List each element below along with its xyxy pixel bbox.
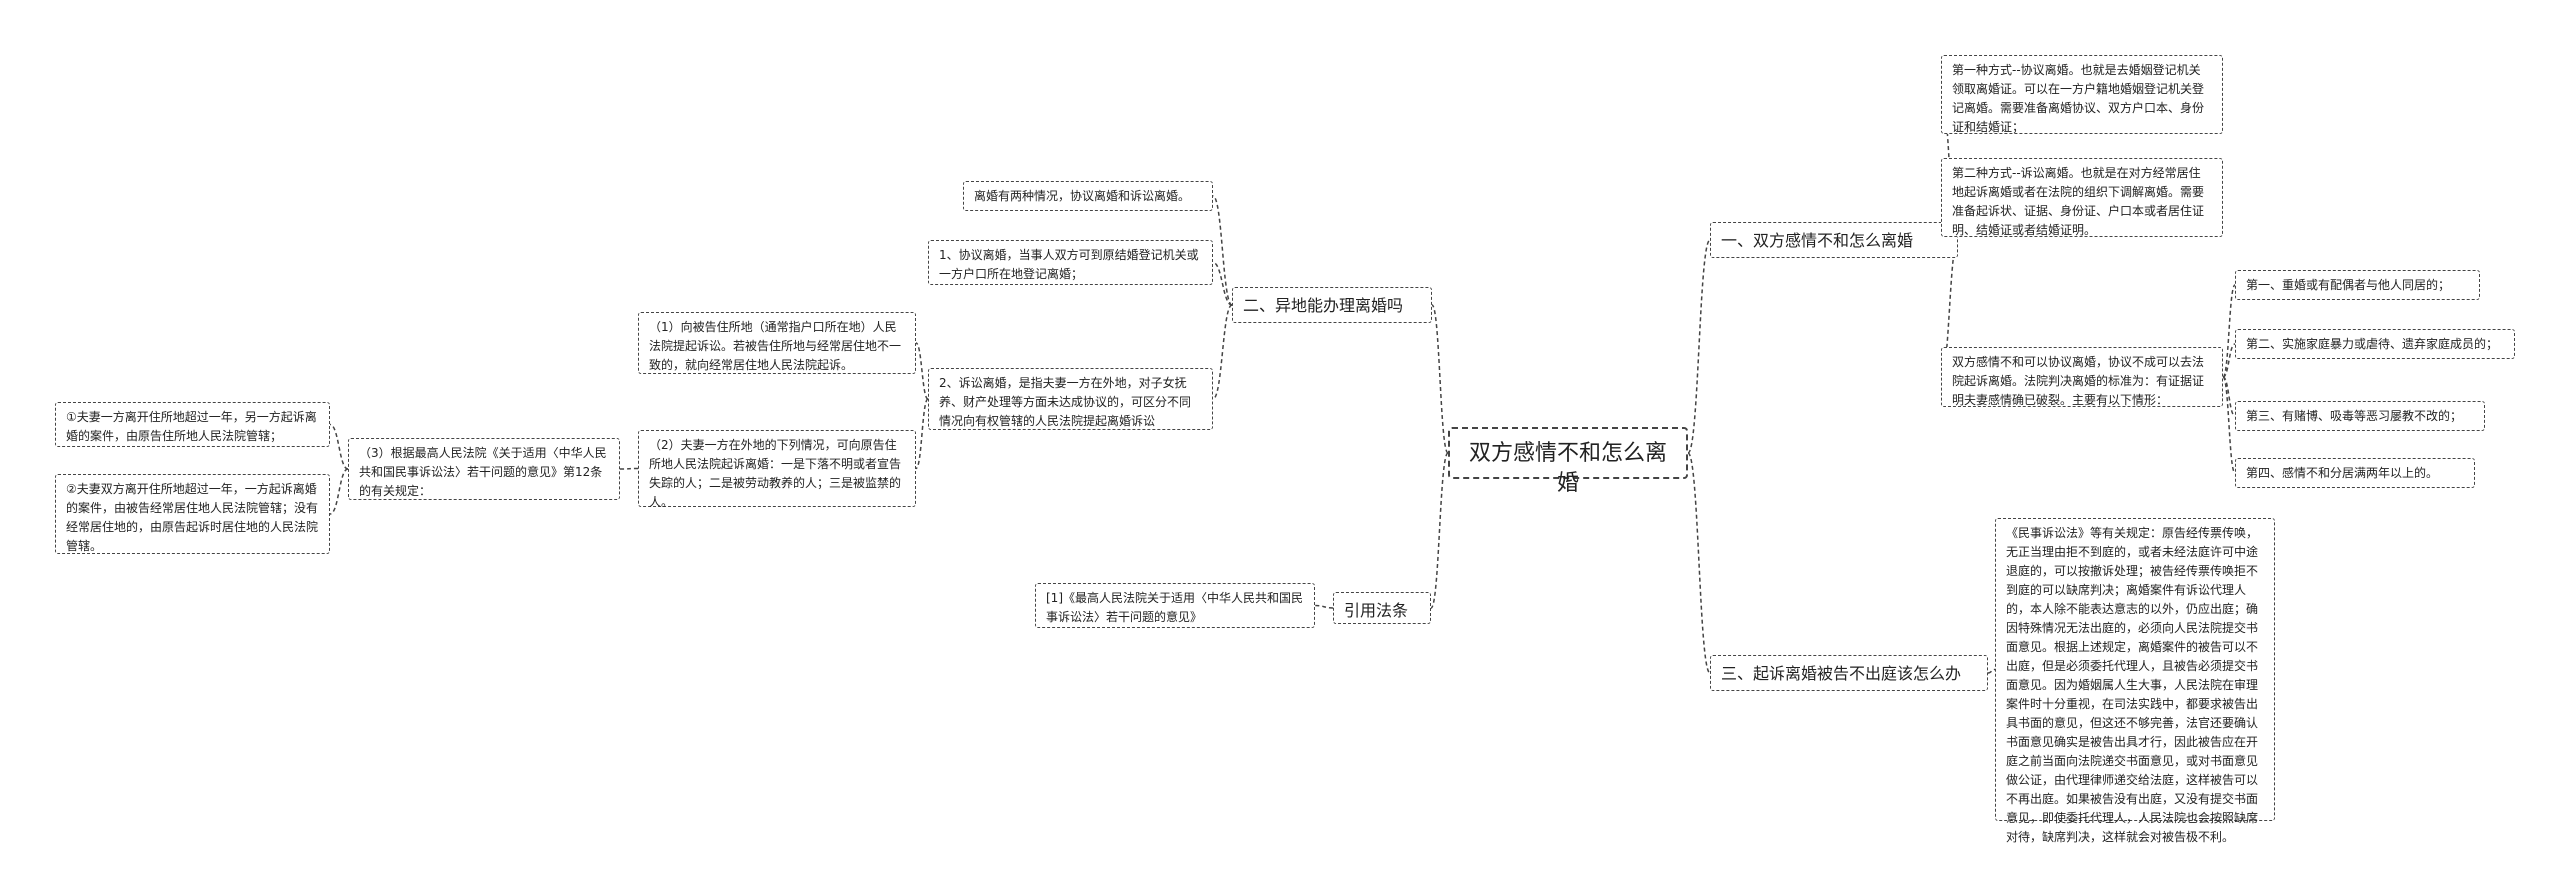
node-court-plaintiff-residence[interactable]: （2）夫妻一方在外地的下列情况，可向原告住所地人民法院起诉离婚：一是下落不明或者… [638, 430, 916, 509]
node-two-situations[interactable]: 离婚有两种情况，协议离婚和诉讼离婚。 [963, 181, 1213, 211]
node-standard-item-2[interactable]: 第二、实施家庭暴力或虐待、遗弃家庭成员的； [2235, 329, 2515, 359]
node-standard-item-3[interactable]: 第三、有赌博、吸毒等恶习屡教不改的； [2235, 401, 2485, 431]
connector-b2-d2 [1212, 261, 1233, 306]
node-rule-both-parties[interactable]: ②夫妻双方离开住所地超过一年，一方起诉离婚的案件，由被告经常居住地人民法院管辖；… [55, 474, 330, 554]
connector-e2-child [619, 467, 639, 470]
node-agreement-divorce[interactable]: 第一种方式--协议离婚。也就是去婚姻登记机关领取离婚证。可以在一方户籍地婚姻登记… [1941, 55, 2223, 134]
branch-remote-divorce[interactable]: 二、异地能办理离婚吗 [1232, 287, 1432, 323]
connector-b4-g1 [1314, 604, 1334, 609]
node-supreme-court-opinion[interactable]: （3）根据最高人民法院《关于适用〈中华人民共和国民事诉讼法〉若干问题的意见》第1… [348, 438, 620, 500]
connector-root-b3 [1687, 452, 1711, 674]
connector-d3-e1 [915, 342, 929, 400]
branch-divorce-methods[interactable]: 一、双方感情不和怎么离婚 [1710, 222, 1958, 258]
node-standard-item-1[interactable]: 第一、重婚或有配偶者与他人同居的； [2235, 270, 2480, 300]
connector-root-b4 [1430, 452, 1449, 609]
node-litigation-divorce[interactable]: 第二种方式--诉讼离婚。也就是在对方经常居住地起诉离婚或者在法院的组织下调解离婚… [1941, 158, 2223, 237]
connector-g-2 [329, 468, 349, 515]
node-litigation-remote[interactable]: 2、诉讼离婚，是指夫妻一方在外地，对子女抚养、财产处理等方面未达成协议的，可区分… [928, 368, 1213, 430]
connector-c3-i1 [2222, 284, 2236, 378]
connector-c3-i4 [2222, 376, 2236, 474]
connector-b2-d3 [1212, 304, 1233, 400]
node-agreement-registry[interactable]: 1、协议离婚，当事人双方可到原结婚登记机关或一方户口所在地登记离婚； [928, 240, 1213, 285]
node-cited-law-reference[interactable]: [1]《最高人民法院关于适用〈中华人民共和国民事诉讼法〉若干问题的意见》 [1035, 583, 1315, 628]
connector-d3-e2 [915, 398, 929, 470]
branch-cited-law[interactable]: 引用法条 [1333, 592, 1431, 624]
node-civil-procedure-rules[interactable]: 《民事诉讼法》等有关规定：原告经传票传唤，无正当理由拒不到庭的，或者未经法庭许可… [1995, 518, 2275, 844]
connector-g-1 [329, 423, 349, 470]
node-divorce-standard[interactable]: 双方感情不和可以协议离婚，协议不成可以去法院起诉离婚。法院判决离婚的标准为：有证… [1941, 347, 2223, 407]
node-rule-one-party[interactable]: ①夫妻一方离开住所地超过一年，另一方起诉离婚的案件，由原告住所地人民法院管辖； [55, 402, 330, 447]
node-standard-item-4[interactable]: 第四、感情不和分居满两年以上的。 [2235, 458, 2475, 488]
connector-b3-f1 [1987, 668, 1996, 674]
branch-defendant-absent[interactable]: 三、起诉离婚被告不出庭该怎么办 [1710, 655, 1988, 691]
connector-c3-i3 [2222, 376, 2236, 417]
connector-root-b1 [1687, 239, 1711, 454]
node-court-defendant-residence[interactable]: （1）向被告住所地（通常指户口所在地）人民法院提起诉讼。若被告住所地与经常居住地… [638, 312, 916, 374]
connector-c3-i2 [2222, 343, 2236, 378]
connector-b2-d1 [1212, 195, 1233, 306]
connector-root-b2 [1431, 304, 1449, 454]
root-node[interactable]: 双方感情不和怎么离婚 [1448, 427, 1688, 496]
